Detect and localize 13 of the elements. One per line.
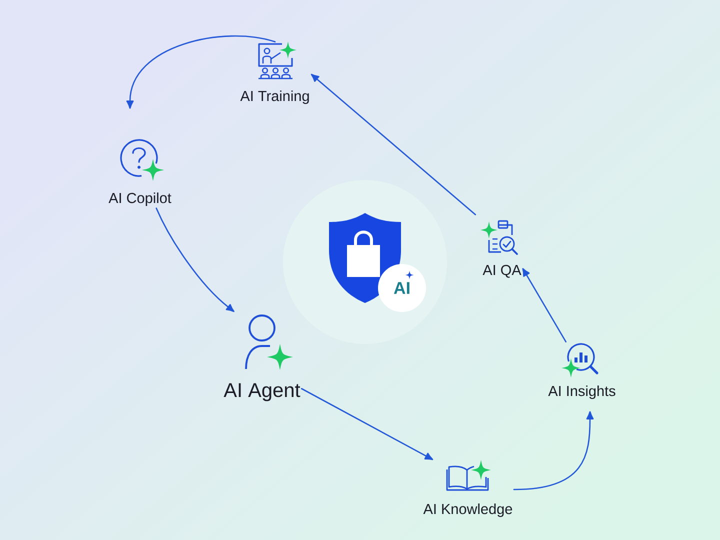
connector [156,208,234,312]
connector [513,411,594,490]
badge: AI [378,264,426,312]
icon-label: AI Agent [224,383,300,402]
icon-label: AI Copilot [108,192,172,206]
connector [126,35,276,109]
icon-label: AI QA [482,264,522,278]
icon-label: AI Knowledge [423,503,512,517]
connector [310,74,476,216]
connector [522,268,567,342]
icon-label: AI Insights [548,385,616,399]
connector [300,388,434,460]
icon-label: AI Training [240,90,309,104]
